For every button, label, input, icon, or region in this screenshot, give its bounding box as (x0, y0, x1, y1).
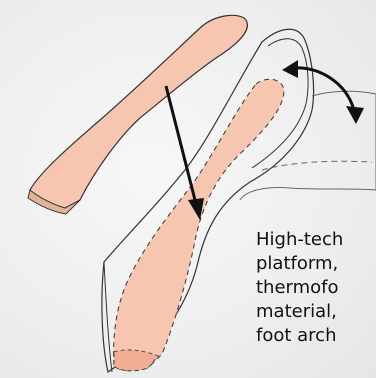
caption-line: material, (256, 300, 376, 324)
caption-line: thermofo (256, 276, 376, 300)
caption-line: High-tech (256, 228, 376, 252)
caption-line: platform, (256, 252, 376, 276)
rotation-arrowhead-right (346, 106, 364, 124)
feature-caption: High-tech platform, thermofo material, f… (256, 228, 376, 348)
rotation-arrow-arc (294, 68, 354, 110)
rotation-arrow (282, 60, 364, 124)
insertion-arrow-shaft (166, 86, 196, 204)
caption-line: foot arch (256, 324, 376, 348)
rotation-arrowhead-left (282, 60, 298, 78)
